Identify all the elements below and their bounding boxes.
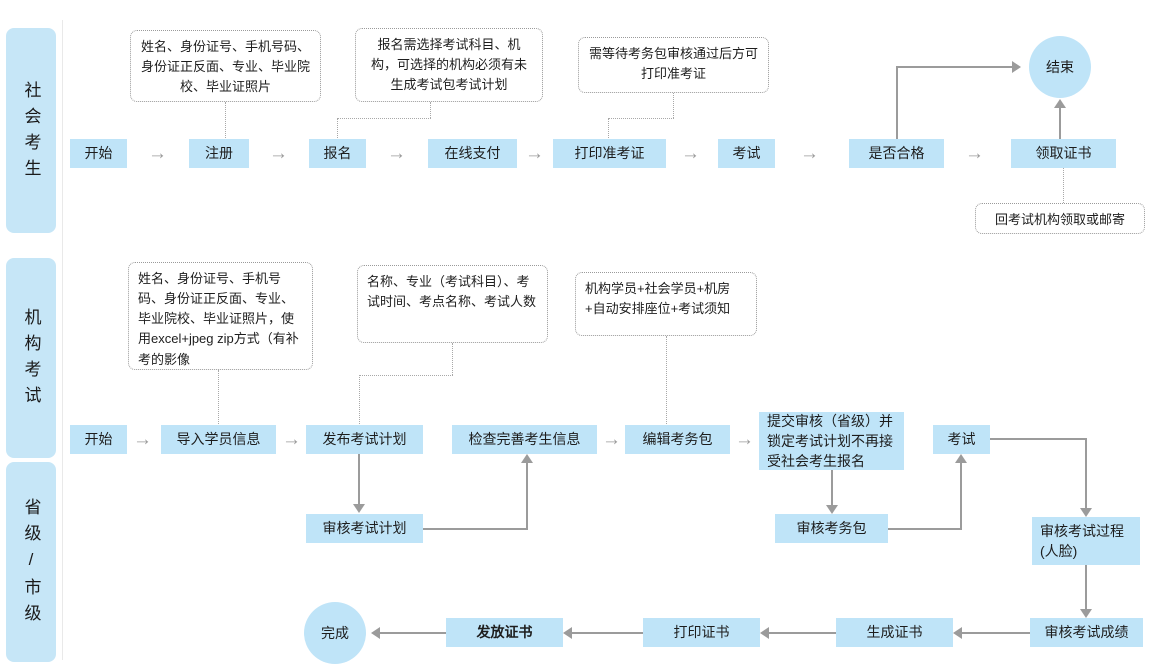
arrowhead-printcert-to-issuecert <box>563 627 572 639</box>
node-org-submit-lock[interactable]: 提交审核（省级）并锁定考试计划不再接受社会考生报名 <box>759 412 904 470</box>
arrowhead-score-to-gencert <box>953 627 962 639</box>
arrowhead-pass-to-end <box>1012 61 1021 73</box>
note-leader-getcert <box>1063 168 1064 203</box>
node-print-certificate[interactable]: 打印证书 <box>643 618 760 647</box>
arrowhead-getcert-to-end <box>1054 99 1066 108</box>
note-print-ticket-rule: 需等待考务包审核通过后方可打印准考证 <box>578 37 769 93</box>
lane-label-org: 机构考试 <box>21 308 41 412</box>
arrow-pay-to-ticket: → <box>525 143 544 164</box>
connector-getcert-to-end-v <box>1059 108 1061 140</box>
node-generate-certificate[interactable]: 生成证书 <box>836 618 953 647</box>
node-org-review-exam-pack[interactable]: 审核考务包 <box>775 514 888 543</box>
node-done[interactable]: 完成 <box>304 602 366 664</box>
node-social-end[interactable]: 结束 <box>1029 36 1091 98</box>
arrowhead-reviewplan-to-checkinfo <box>521 454 533 463</box>
arrowhead-reviewprocess-to-score <box>1080 609 1092 618</box>
note-leader-pack <box>666 336 667 424</box>
arrowhead-gencert-to-printcert <box>760 627 769 639</box>
node-social-exam[interactable]: 考试 <box>718 139 775 168</box>
node-social-get-certificate[interactable]: 领取证书 <box>1011 139 1116 168</box>
node-org-start[interactable]: 开始 <box>70 425 127 454</box>
connector-reviewplan-to-checkinfo-v <box>526 463 528 529</box>
note-leader-signup-h <box>337 118 431 119</box>
connector-exam-to-reviewprocess-h <box>990 438 1086 440</box>
connector-gencert-to-printcert <box>769 632 836 634</box>
note-exam-pack-contents: 机构学员+社会学员+机房+自动安排座位+考试须知 <box>575 272 757 336</box>
note-import-student-fields: 姓名、身份证号、手机号码、身份证正反面、专业、毕业院校、毕业证照片，使用exce… <box>128 262 313 370</box>
connector-reviewpack-to-exam-v <box>960 463 962 529</box>
lane-province-city: 省级/市级 <box>6 462 56 662</box>
connector-reviewpack-to-exam-h <box>888 528 962 530</box>
node-org-import-students[interactable]: 导入学员信息 <box>161 425 276 454</box>
arrow-orgstart-to-import: → <box>133 429 152 450</box>
node-social-signup[interactable]: 报名 <box>309 139 366 168</box>
node-social-register[interactable]: 注册 <box>189 139 249 168</box>
arrow-exam-to-pass: → <box>800 143 819 164</box>
arrow-register-to-signup: → <box>269 143 288 164</box>
connector-pass-to-end-v <box>896 67 898 140</box>
node-social-start[interactable]: 开始 <box>70 139 127 168</box>
note-leader-register <box>225 102 226 138</box>
node-org-exam[interactable]: 考试 <box>933 425 990 454</box>
arrow-import-to-publish: → <box>282 429 301 450</box>
node-org-edit-exam-pack[interactable]: 编辑考务包 <box>625 425 730 454</box>
connector-pass-to-end-h <box>896 66 1012 68</box>
arrow-editpack-to-submit: → <box>735 429 754 450</box>
arrowhead-submit-to-reviewpack <box>826 505 838 514</box>
note-leader-publish-v1 <box>452 343 453 375</box>
arrow-pass-to-getcert: → <box>965 143 984 164</box>
connector-submit-to-reviewpack <box>831 470 833 505</box>
node-review-exam-score[interactable]: 审核考试成绩 <box>1030 618 1143 647</box>
lane-divider <box>62 20 63 660</box>
node-org-review-plan[interactable]: 审核考试计划 <box>306 514 423 543</box>
lane-label-social: 社会考生 <box>21 80 41 185</box>
arrow-checkinfo-to-editpack: → <box>602 429 621 450</box>
connector-publish-to-reviewplan <box>358 454 360 504</box>
arrowhead-issuecert-to-done <box>371 627 380 639</box>
connector-printcert-to-issuecert <box>572 632 643 634</box>
note-leader-ticket-v2 <box>608 118 609 138</box>
connector-exam-to-reviewprocess-v <box>1085 438 1087 508</box>
lane-label-province: 省级/市级 <box>21 498 41 630</box>
note-leader-ticket-v1 <box>673 93 674 118</box>
connector-reviewprocess-to-score <box>1085 565 1087 609</box>
note-leader-signup-v2 <box>337 118 338 138</box>
note-leader-import <box>218 370 219 424</box>
note-leader-ticket-h <box>608 118 674 119</box>
note-publish-plan-fields: 名称、专业（考试科目）、考试时间、考点名称、考试人数 <box>357 265 548 343</box>
node-issue-certificate[interactable]: 发放证书 <box>446 618 563 647</box>
arrowhead-reviewpack-to-exam <box>955 454 967 463</box>
connector-reviewplan-to-checkinfo-h <box>423 528 528 530</box>
node-social-online-payment[interactable]: 在线支付 <box>428 139 517 168</box>
arrow-ticket-to-exam: → <box>681 143 700 164</box>
arrowhead-publish-to-reviewplan <box>353 504 365 513</box>
note-leader-publish-v2 <box>359 375 360 424</box>
connector-issuecert-to-done <box>380 632 446 634</box>
note-leader-signup-v1 <box>430 102 431 118</box>
connector-score-to-gencert <box>962 632 1030 634</box>
note-signup-rules: 报名需选择考试科目、机构，可选择的机构必须有未生成考试包考试计划 <box>355 28 543 102</box>
node-org-publish-plan[interactable]: 发布考试计划 <box>306 425 423 454</box>
lane-social-candidate: 社会考生 <box>6 28 56 233</box>
node-social-print-ticket[interactable]: 打印准考证 <box>553 139 666 168</box>
node-social-is-pass[interactable]: 是否合格 <box>849 139 944 168</box>
node-org-check-candidate-info[interactable]: 检查完善考生信息 <box>452 425 597 454</box>
note-register-fields: 姓名、身份证号、手机号码、身份证正反面、专业、毕业院校、毕业证照片 <box>130 30 321 102</box>
arrow-signup-to-pay: → <box>387 143 406 164</box>
arrow-start-to-register: → <box>148 143 167 164</box>
node-org-review-exam-process[interactable]: 审核考试过程(人脸) <box>1032 517 1140 565</box>
arrowhead-exam-to-reviewprocess <box>1080 508 1092 517</box>
note-get-certificate: 回考试机构领取或邮寄 <box>975 203 1145 234</box>
lane-organization-exam: 机构考试 <box>6 258 56 458</box>
note-leader-publish-h <box>359 375 453 376</box>
